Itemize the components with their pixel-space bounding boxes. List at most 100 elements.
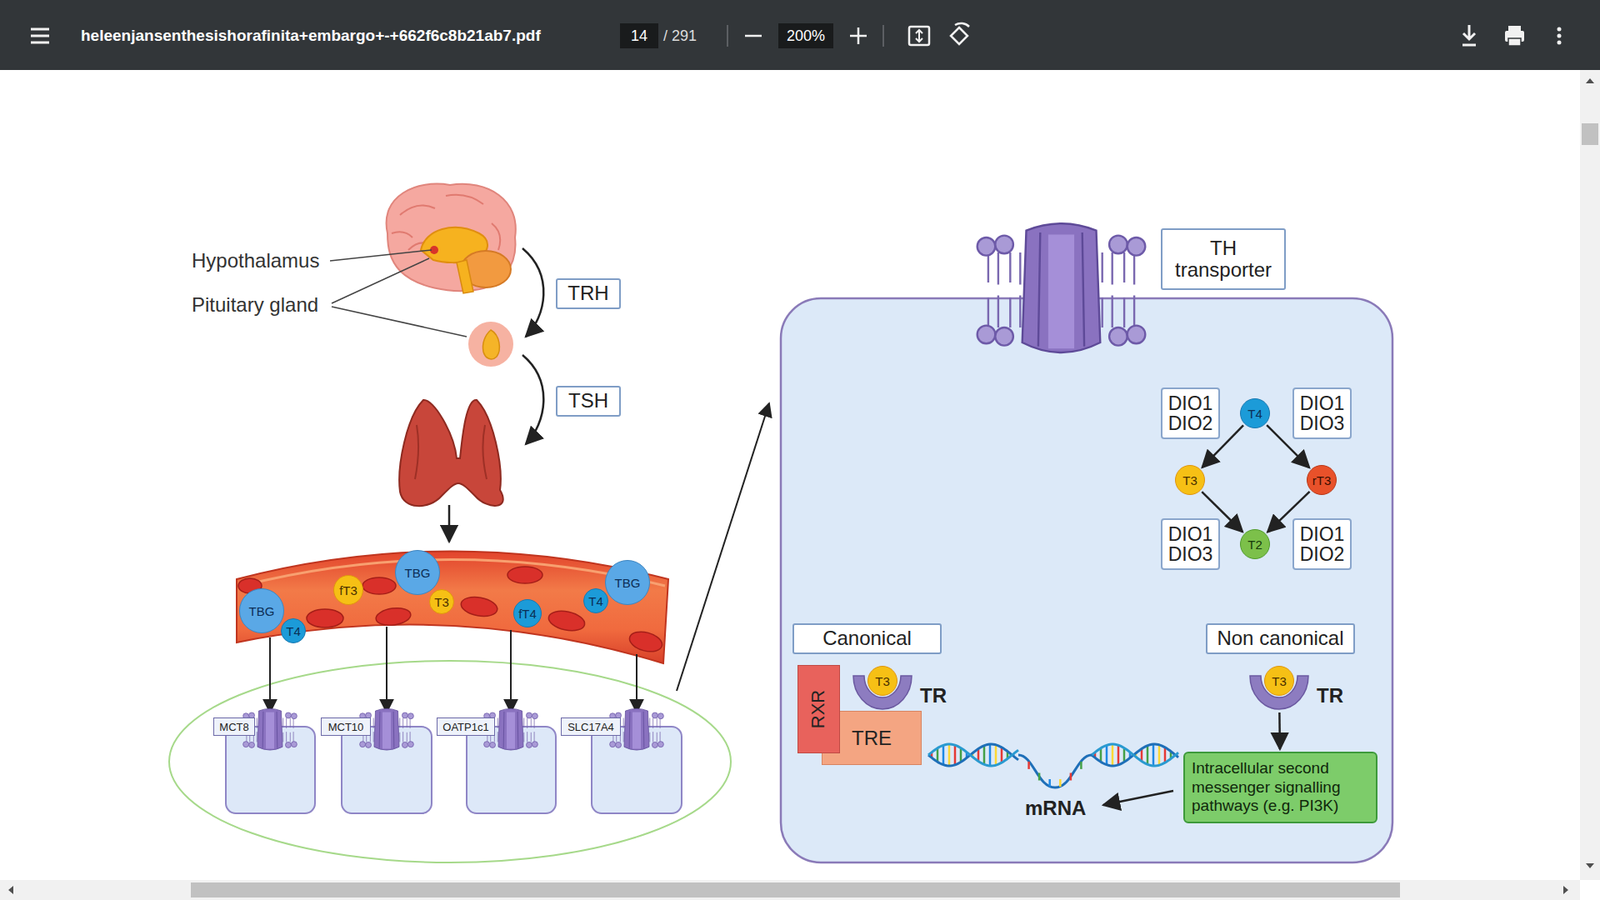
dna-strand [1027,761,1030,770]
green-tissue-outline [169,660,731,863]
pituitary-gland [468,321,514,367]
blood-vessel [236,551,669,665]
viewer-toolbar [909,26,930,45]
thyroid-gland [399,400,503,506]
node-text: TBG [405,565,431,580]
thyroid-gland [415,425,487,480]
node-text: Canonical [822,627,912,650]
viewer-toolbar [955,23,970,27]
dna-strand [928,744,1019,766]
mrna-label: mRNA [1025,796,1086,820]
dna-strand [928,744,1019,766]
anatomy-label: Pituitary gland [191,293,319,317]
uptake-arrows [510,630,512,713]
node-text: Non canonical [1216,627,1344,650]
viewer-toolbar [1557,27,1562,32]
node-text: TRE [851,726,892,750]
brain [386,184,516,291]
dna-strand [1091,744,1179,766]
viewer-toolbar [850,27,867,45]
node-text: T3 [1271,674,1287,689]
t3-molecule: T3 [1264,665,1295,696]
viewer-toolbar [30,29,50,43]
page-number: 14 [630,27,648,45]
pathway-heading: Canonical [792,623,942,655]
zoom-arrow [676,403,770,691]
node-text: TSH [568,390,609,412]
t3-receptor: T3 [852,665,913,711]
uptake-arrows [635,654,638,713]
pituitary-gland [482,330,500,360]
tbg-protein: TBG [239,588,285,634]
dna-strand [1038,773,1041,781]
scrollbars [1580,70,1600,880]
ft3-molecule: fT3 [333,575,364,605]
cell [780,298,1393,863]
receptor-label: TR [1316,684,1344,708]
node-text: SLC17A4 [567,720,615,734]
scrollbars [1585,78,1595,869]
cell [780,223,1393,863]
node-text: MCT10 [328,720,365,734]
dna-strand [942,745,945,765]
scrollbars [0,70,1600,900]
red-blood-cells [238,566,665,655]
dna-strand [983,745,986,765]
conversion-arrow [1278,712,1281,750]
deiodinase-box: DIO1 DIO3 [1160,518,1220,570]
transporter-box: TH transporter [1160,228,1286,290]
red-blood-cells [375,605,412,628]
hormone-box: TRH [555,278,621,310]
dna-helix [928,744,1179,788]
node-text: T4 [588,594,604,609]
deiodinase-box: DIO1 DIO2 [1160,387,1220,440]
leader-lines [330,250,467,337]
t3-molecule: T3 [867,665,898,696]
node-text: fT4 [518,606,537,621]
viewer-toolbar [1557,34,1562,39]
brain [456,260,474,294]
transporter-label: MCT10 [320,717,371,736]
red-blood-cells [459,594,499,619]
zoom-level: 200% [786,27,825,45]
dna-strand [1152,744,1155,766]
dna-strand [954,745,957,765]
node-text: OATP1c1 [442,720,489,734]
membrane-transporters [243,708,665,750]
red-blood-cells [546,608,587,635]
viewer-toolbar [727,25,884,47]
mrna-arrow [1103,790,1174,805]
red-blood-cells [362,577,396,595]
node-text: fT3 [339,583,358,598]
node-text: RXR [807,690,830,729]
page-count: / 291 [663,27,697,45]
dna-strand [1018,755,1092,788]
uptake-arrows [385,626,388,713]
uptake-arrows [270,626,637,713]
dna-strand [1100,748,1103,762]
dna-strand [995,745,998,765]
viewer-toolbar [1508,25,1521,31]
mrna-arrow [1103,790,1174,805]
viewer-toolbar [1557,40,1562,45]
viewer-toolbar [0,0,1600,70]
dna-strand [1091,744,1179,766]
node-text: DIO1 DIO3 [1297,393,1347,434]
node-text: DIO1 DIO2 [1165,393,1215,434]
t3-molecule: T3 [429,589,455,615]
node-text: T3 [1182,473,1198,488]
t4-molecule: T4 [1240,398,1270,429]
dna-strand [1164,747,1167,763]
dna-strand [989,744,992,766]
dna-strand [1146,745,1150,765]
dna-strand [1080,761,1083,770]
dna-strand [1059,779,1062,787]
node-text: Intracellular second messenger signallin… [1191,759,1370,816]
dna-strand [936,748,940,762]
red-blood-cells [507,566,543,584]
ft4-molecule: fT4 [513,599,542,628]
pituitary-gland [468,321,514,367]
deiodinase-box: DIO1 DIO2 [1292,518,1352,570]
